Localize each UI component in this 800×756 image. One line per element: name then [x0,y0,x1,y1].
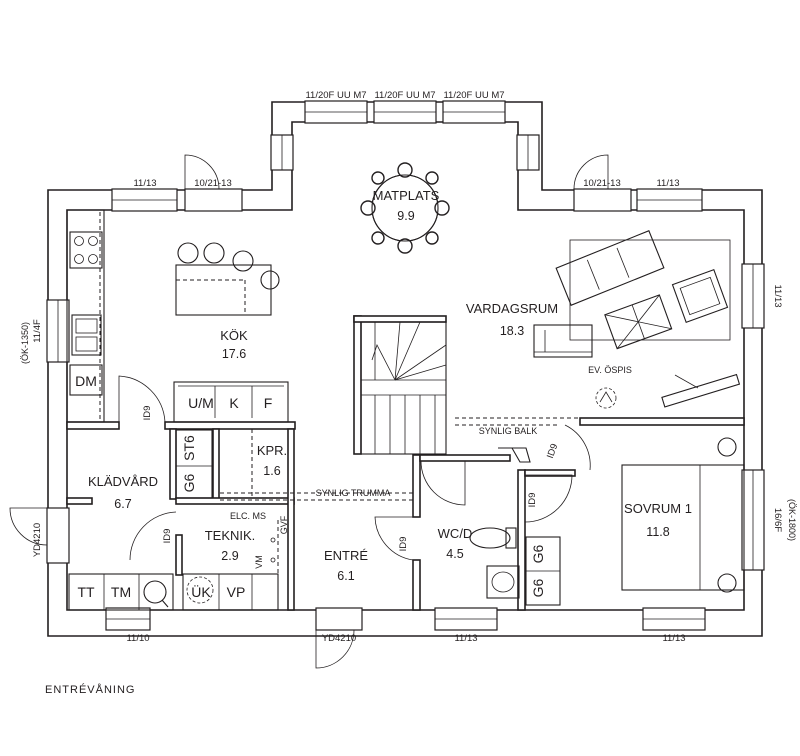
window-tag-right-door: 10/21-13 [583,178,621,189]
windows [46,100,765,631]
note-ev-ospis: EV. ÖSPIS [588,365,632,375]
room-name-wcd: WC/D [438,526,473,541]
staircase [360,321,447,455]
room-area-kok: 17.6 [222,347,246,361]
window-tags: 11/20F UU M7 11/20F UU M7 11/20F UU M7 1… [20,90,797,644]
room-area-kpr: 1.6 [263,464,280,478]
window-tag-right-lower-note: (ÖK-1800) [787,499,797,541]
door-tags: ID9 ID9 ID9 ID9 ID9 [142,406,560,552]
wc-fixtures [469,527,561,606]
window-tag-left-door: 10/21-13 [194,178,232,189]
room-area-vardagsrum: 18.3 [500,324,524,338]
label-dm: DM [75,373,97,389]
label-tt: TT [77,584,95,600]
room-name-teknik: TEKNIK. [205,528,256,543]
room-area-teknik: 2.9 [221,549,238,563]
interior-walls [66,315,745,611]
window-tag-right-top: 11/13 [656,178,679,189]
note-vm: VM [254,555,264,569]
room-area-entre: 6.1 [337,569,354,583]
window-tag-left-top: 11/13 [133,178,156,189]
beam-lines [220,417,580,501]
door-tag-id9-entre: ID9 [398,537,409,552]
label-f: F [264,395,273,411]
room-name-vardagsrum: VARDAGSRUM [466,301,558,316]
room-area-sovrum1: 11.8 [646,525,669,539]
label-um: U/M [188,395,214,411]
door-tag-entry: YD4210 [322,633,356,644]
label-g6-wc-bottom: G6 [530,578,546,597]
window-tag-right-lower: 16/6F [772,508,783,532]
label-k: K [229,395,239,411]
room-area-kladvard: 6.7 [114,497,131,511]
room-name-kpr: KPR. [257,443,287,458]
door-swings [118,375,591,561]
window-tag-left-side: 11/4F [32,319,43,343]
window-tag-top2: 11/20F UU M7 [374,90,435,101]
label-tm: TM [111,584,131,600]
note-gvf: GVF [279,515,289,534]
room-name-kladvard: KLÄDVÅRD [88,474,158,489]
notes: SYNLIG BALK SYNLIG TRUMMA ELC. MS GVF VM… [230,365,632,569]
exterior-doors [9,154,632,669]
window-tag-top1: 11/20F UU M7 [305,90,366,101]
note-synlig-balk: SYNLIG BALK [479,426,538,436]
note-synlig-trumma: SYNLIG TRUMMA [316,488,391,498]
door-tag-id9-tek: ID9 [162,529,173,544]
room-labels: MATPLATS 9.9 KÖK 17.6 VARDAGSRUM 18.3 KL… [88,188,692,583]
window-tag-right-upper: 11/13 [772,284,783,307]
room-name-kok: KÖK [220,328,248,343]
door-tag-id9-sov: ID9 [545,442,560,460]
window-tag-top3: 11/20F UU M7 [443,90,504,101]
room-area-matplats: 9.9 [397,209,414,223]
note-elc-ms: ELC. MS [230,511,266,521]
door-tag-id9-wc: ID9 [527,493,538,508]
room-area-wcd: 4.5 [446,547,463,561]
kitchen [66,209,289,423]
utility-fixtures [68,429,279,611]
window-tag-left-side-note: (ÖK-1350) [20,322,30,364]
room-name-entre: ENTRÉ [324,548,368,563]
label-uk: ÜK [191,583,211,600]
label-vp: VP [227,584,246,600]
label-g6-wc-top: G6 [530,544,546,563]
window-tag-bottom-left: 11/10 [126,633,149,644]
window-tag-bottom-mid: 11/13 [454,633,477,644]
label-st6: ST6 [181,435,197,461]
bedroom-furniture [621,437,745,593]
living-furniture [533,230,741,409]
door-tag-side: YD4210 [32,523,43,557]
room-name-matplats: MATPLATS [373,188,440,203]
fixture-labels: U/M K F DM ST6 G6 G6 G6 TT TM ÜK VP [75,373,546,600]
door-tag-id9-kok: ID9 [142,406,153,421]
dining-table [360,162,450,254]
room-name-sovrum1: SOVRUM 1 [624,501,692,516]
floor-caption: ENTRÉVÅNING [45,683,135,696]
window-tag-bottom-right: 11/13 [662,633,685,644]
label-g6-kpr: G6 [181,473,197,492]
